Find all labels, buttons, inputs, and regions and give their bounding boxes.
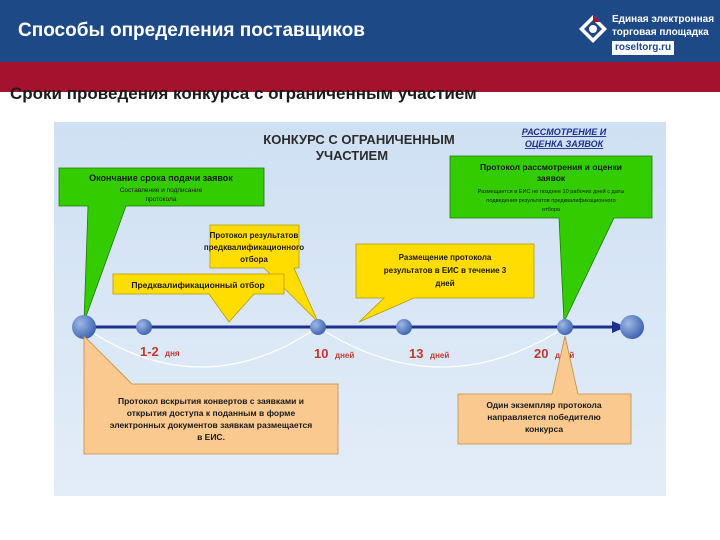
callout-review: Протокол рассмотрения и оценки заявок Ра… <box>449 155 653 323</box>
slide-title: Способы определения поставщиков <box>18 20 365 41</box>
callout-prequal-text: Предквалификационный отбор <box>131 280 264 290</box>
timeline-label-13-num: 13 <box>409 346 423 361</box>
timeline-label-13-unit: дней <box>430 351 449 360</box>
callout-opening: Протокол вскрытия конвертов с заявками и… <box>83 335 339 455</box>
logo-text-line1: Единая электронная <box>612 14 715 25</box>
logo-url[interactable]: roseltorg.ru <box>612 41 675 55</box>
timeline-node-day10 <box>310 319 326 335</box>
callout-review-line1: Протокол рассмотрения и оценки <box>480 162 622 172</box>
callout-winner-line2: направляется победителю <box>487 412 601 422</box>
callout-winner-line3: конкурса <box>525 424 563 434</box>
callout-winner: Один экземпляр протокола направляется по… <box>457 335 632 445</box>
roseltorg-logo: Единая электронная торговая площадка ros… <box>572 8 715 56</box>
slide-header: Способы определения поставщиков Единая э… <box>0 0 720 62</box>
timeline-arc-2 <box>317 326 566 368</box>
callout-publish-line2: результатов в ЕИС в течение 3 <box>384 266 507 275</box>
callout-deadline: Окончание срока подачи заявок Составлени… <box>58 167 265 323</box>
red-band <box>0 62 720 92</box>
timeline-arrowhead <box>612 321 626 333</box>
callout-review-line2: заявок <box>537 173 566 183</box>
diagram-title-line1: КОНКУРС С ОГРАНИЧЕННЫМ <box>263 132 454 147</box>
diagram-title-line2: УЧАСТИЕМ <box>316 148 388 163</box>
timeline-node-day13 <box>396 319 412 335</box>
review-header-line1: РАССМОТРЕНИЕ И <box>522 127 607 137</box>
callout-review-line5: отбора <box>542 207 561 213</box>
callout-winner-line1: Один экземпляр протокола <box>486 400 602 410</box>
callout-results-line1: Протокол результатов <box>210 231 299 240</box>
callout-publish: Размещение протокола результатов в ЕИС в… <box>355 243 535 323</box>
review-header-line2: ОЦЕНКА ЗАЯВОК <box>525 139 605 149</box>
timeline-label-20-num: 20 <box>534 346 548 361</box>
callout-deadline-sub2: протокола <box>146 196 177 203</box>
slide-subtitle: Сроки проведения конкурса с ограниченным… <box>10 84 477 103</box>
callout-publish-line3: дней <box>435 279 454 288</box>
callout-prequal-results: Протокол результатов предквалификационно… <box>204 224 319 323</box>
roseltorg-logo-icon <box>579 15 607 43</box>
callout-results-line2: предквалификационного <box>204 243 304 252</box>
timeline-label-1-2-num: 1-2 <box>140 344 159 359</box>
callout-results-line3: отбора <box>240 255 268 264</box>
timeline-label-10-num: 10 <box>314 346 328 361</box>
procurement-timeline-diagram: КОНКУРС С ОГРАНИЧЕННЫМ УЧАСТИЕМ РАССМОТР… <box>54 122 666 496</box>
timeline-label-10-unit: дней <box>335 351 354 360</box>
callout-publish-line1: Размещение протокола <box>399 253 492 262</box>
timeline-node-end <box>620 315 644 339</box>
timeline-node-day20 <box>557 319 573 335</box>
timeline-node-day2 <box>136 319 152 335</box>
callout-opening-line2: открытия доступа к поданным в форме <box>127 408 296 418</box>
timeline-arc-1 <box>83 326 319 368</box>
callout-deadline-sub1: Составление и подписание <box>120 187 203 194</box>
callout-prequal-selection: Предквалификационный отбор <box>112 273 285 323</box>
callout-opening-line3: электронных документов заявкам размещает… <box>110 420 312 430</box>
callout-review-line4: подведения результатов предквалификацион… <box>486 198 615 204</box>
timeline-node-start <box>72 315 96 339</box>
timeline-label-1-2-unit: дня <box>165 349 180 358</box>
callout-opening-line1: Протокол вскрытия конвертов с заявками и <box>118 396 304 406</box>
logo-text-line2: торговая площадка <box>612 27 709 38</box>
callout-review-line3: Размещается в ЕИС не позднее 10 рабочих … <box>478 188 625 195</box>
callout-deadline-title: Окончание срока подачи заявок <box>89 173 233 183</box>
callout-opening-line4: в ЕИС. <box>197 432 225 442</box>
